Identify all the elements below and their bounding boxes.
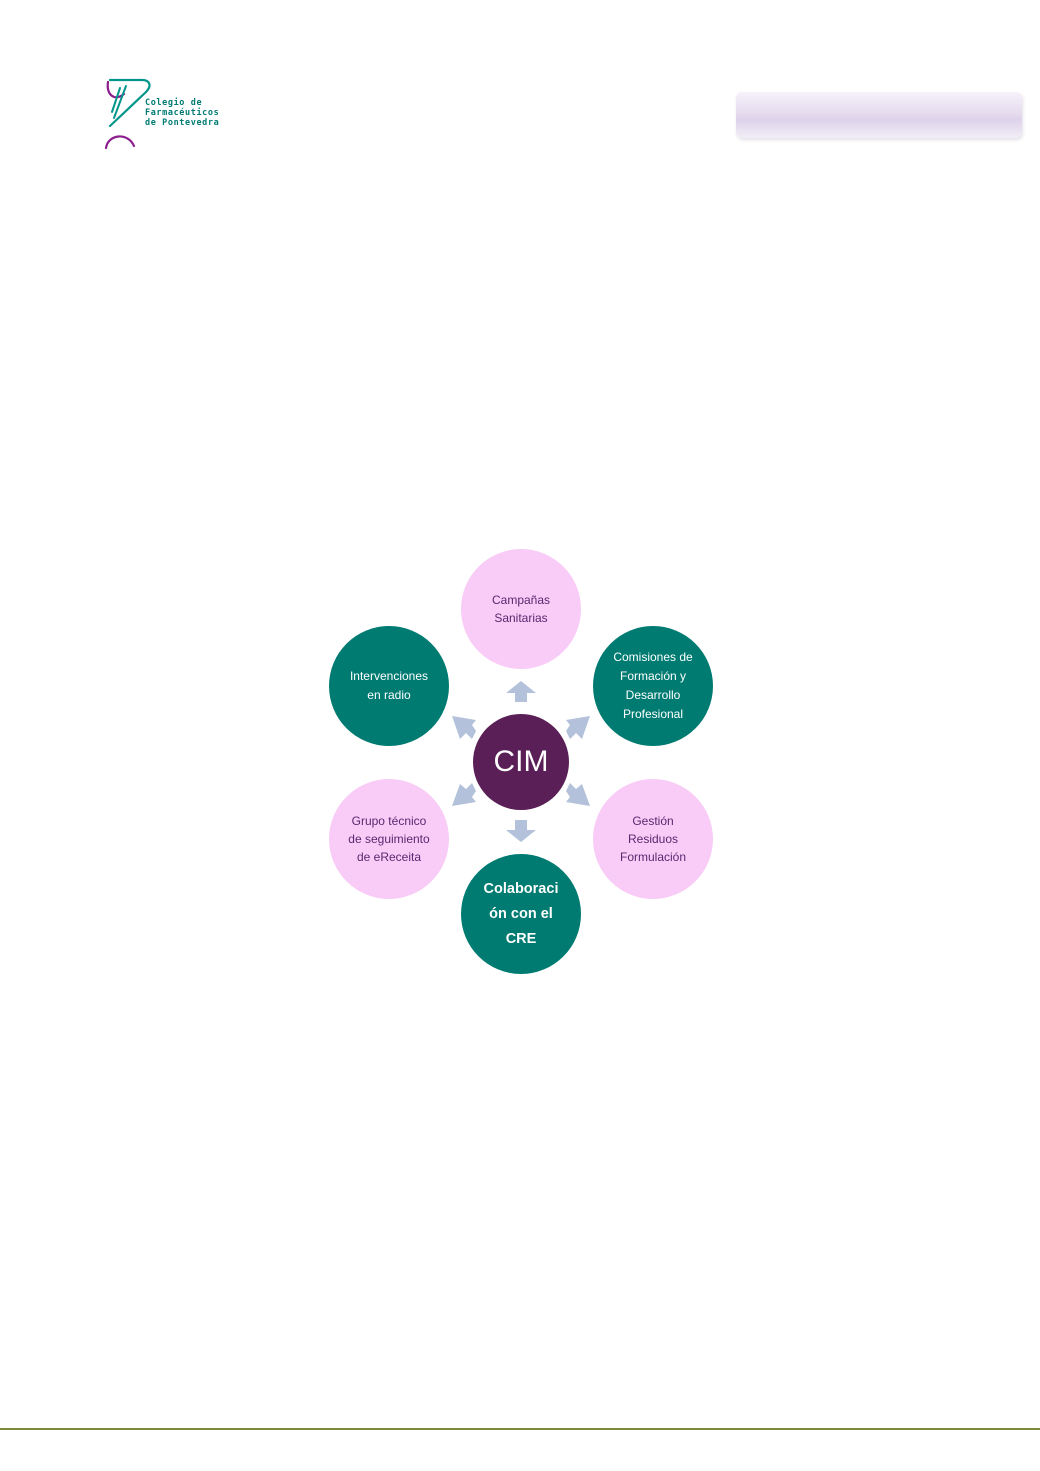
node-label: Comisiones de Formación y Desarrollo Pro… (613, 650, 693, 721)
node-grupo-tecnico-ereceita: Grupo técnico de seguimiento de eReceita (329, 779, 449, 899)
node-intervenciones-radio: Intervenciones en radio (329, 626, 449, 746)
node-label: Intervenciones en radio (349, 669, 429, 702)
node-colaboracion-cre: Colaboraci ón con el CRE (461, 854, 581, 974)
node-campanas-sanitarias: Campañas Sanitarias (461, 549, 581, 669)
node-label: Campañas Sanitarias (491, 593, 551, 625)
header-bar (736, 92, 1022, 138)
arrow-lower-left-icon (452, 783, 476, 806)
logo: Colegio de Farmacéuticos de Pontevedra (100, 74, 240, 154)
footer-divider (0, 1428, 1040, 1430)
logo-line-1: Colegio de (145, 98, 203, 108)
node-gestion-residuos: Gestión Residuos Formulación (593, 779, 713, 899)
logo-mark-icon (104, 78, 151, 150)
logo-text: Colegio de Farmacéuticos de Pontevedra (145, 98, 219, 128)
arrow-upper-right-icon (566, 716, 590, 739)
logo-line-2: Farmacéuticos (145, 108, 220, 118)
arrow-upper-left-icon (452, 716, 476, 739)
logo-line-3: de Pontevedra (145, 118, 220, 128)
center-label: CIM (493, 745, 549, 778)
node-comisiones-formacion: Comisiones de Formación y Desarrollo Pro… (593, 626, 713, 746)
node-label: Gestión Residuos Formulación (619, 814, 687, 864)
arrow-up-icon (506, 681, 536, 702)
node-label: Colaboraci ón con el CRE (483, 880, 559, 947)
arrow-lower-right-icon (566, 783, 590, 806)
arrow-down-icon (506, 820, 536, 842)
node-label: Grupo técnico de seguimiento de eReceita (348, 814, 430, 864)
center-node: CIM (473, 714, 569, 810)
